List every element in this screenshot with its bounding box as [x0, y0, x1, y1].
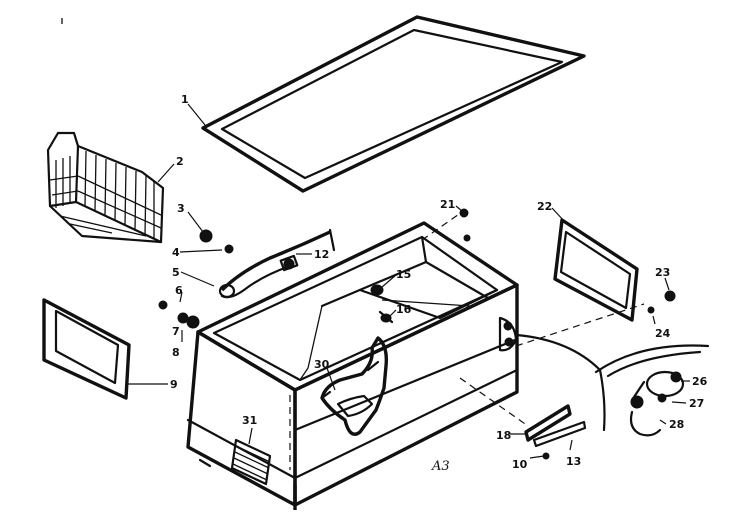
callout-31: 31 — [242, 414, 257, 427]
hardware-interior — [370, 284, 394, 324]
callout-3: 3 — [177, 202, 185, 215]
callout-4: 4 — [172, 246, 180, 259]
cabinet-body — [186, 221, 519, 510]
part-9-side-panel — [42, 298, 131, 400]
callout-1: 1 — [181, 93, 189, 106]
callout-26: 26 — [692, 375, 708, 388]
part-22-back-panel — [553, 218, 639, 322]
callout-5: 5 — [172, 266, 180, 279]
callout-22: 22 — [537, 200, 552, 213]
callout-2: 2 — [176, 155, 184, 168]
callout-28: 28 — [669, 418, 684, 431]
callout-labels: 1 2 3 4 5 6 7 8 9 10 12 13 15 16 18 21 2… — [170, 93, 708, 474]
callout-13: 13 — [566, 455, 581, 468]
callout-30: 30 — [314, 358, 330, 371]
callout-18: 18 — [496, 429, 511, 442]
callout-9: 9 — [170, 378, 178, 391]
callout-8: 8 — [172, 346, 180, 359]
callout-6: 6 — [175, 284, 183, 297]
callout-15: 15 — [396, 268, 411, 281]
hardware-right — [459, 208, 676, 314]
leader-lines — [128, 103, 690, 459]
callout-23: 23 — [655, 266, 670, 279]
part-30-latch-assembly — [320, 336, 389, 436]
hardware-left — [158, 228, 336, 329]
callout-21: 21 — [440, 198, 455, 211]
part-1-lid-gasket — [201, 15, 586, 193]
control-wiring-assembly — [515, 333, 710, 437]
callout-7: 7 — [172, 325, 180, 338]
diagram-code: A3 — [431, 459, 450, 474]
callout-10: 10 — [512, 458, 528, 471]
callout-16: 16 — [396, 303, 412, 316]
part-2-wire-basket — [46, 131, 165, 244]
part-31-grille — [230, 438, 272, 486]
callout-12: 12 — [314, 248, 329, 261]
callout-24: 24 — [655, 327, 671, 340]
part-18-rail — [524, 404, 587, 460]
callout-27: 27 — [689, 397, 704, 410]
